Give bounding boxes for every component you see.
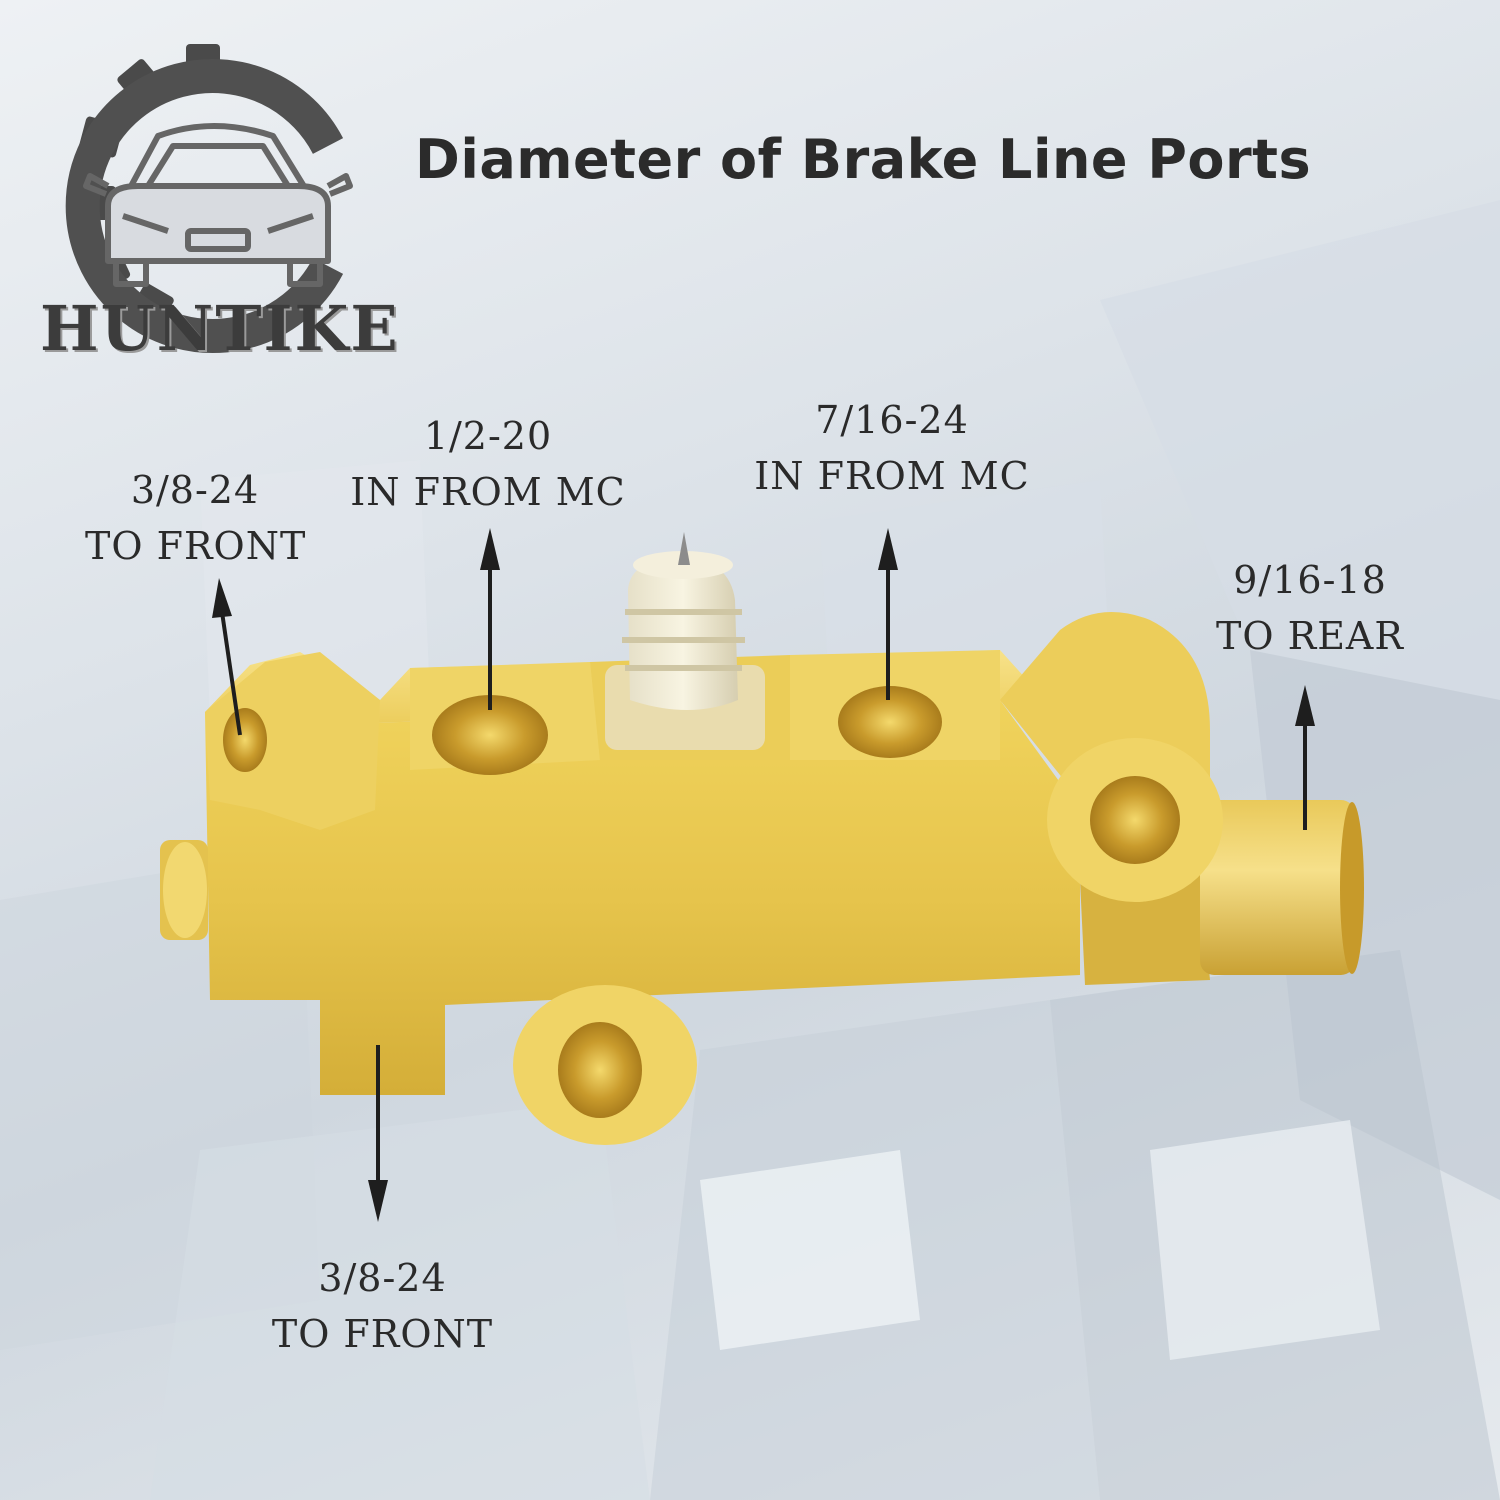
port-direction-label: IN FROM MC (350, 470, 626, 514)
port-direction-label: TO FRONT (85, 524, 307, 568)
brand-logo (65, 44, 353, 353)
port-size-label: 9/16-18 (1233, 558, 1387, 602)
port-size-label: 7/16-24 (815, 398, 969, 442)
port-direction-label: TO FRONT (271, 1312, 494, 1356)
callout-front-left: 3/8-24 TO FRONT (85, 462, 305, 574)
port-direction-label: TO REAR (1216, 614, 1404, 658)
port-direction-label: IN FROM MC (754, 454, 1030, 498)
page-title: Diameter of Brake Line Ports (415, 128, 1312, 191)
callout-mc-primary: 1/2-20 IN FROM MC (348, 408, 628, 520)
port-size-label: 1/2-20 (423, 414, 553, 458)
port-size-label: 3/8-24 (130, 468, 260, 512)
callout-mc-secondary: 7/16-24 IN FROM MC (752, 392, 1032, 504)
callout-front-bottom: 3/8-24 TO FRONT (270, 1250, 495, 1362)
brand-name: HUNTIKE (40, 292, 400, 365)
callout-rear: 9/16-18 TO REAR (1205, 552, 1415, 664)
port-size-label: 3/8-24 (318, 1256, 447, 1300)
car-in-gear-icon (65, 44, 353, 353)
